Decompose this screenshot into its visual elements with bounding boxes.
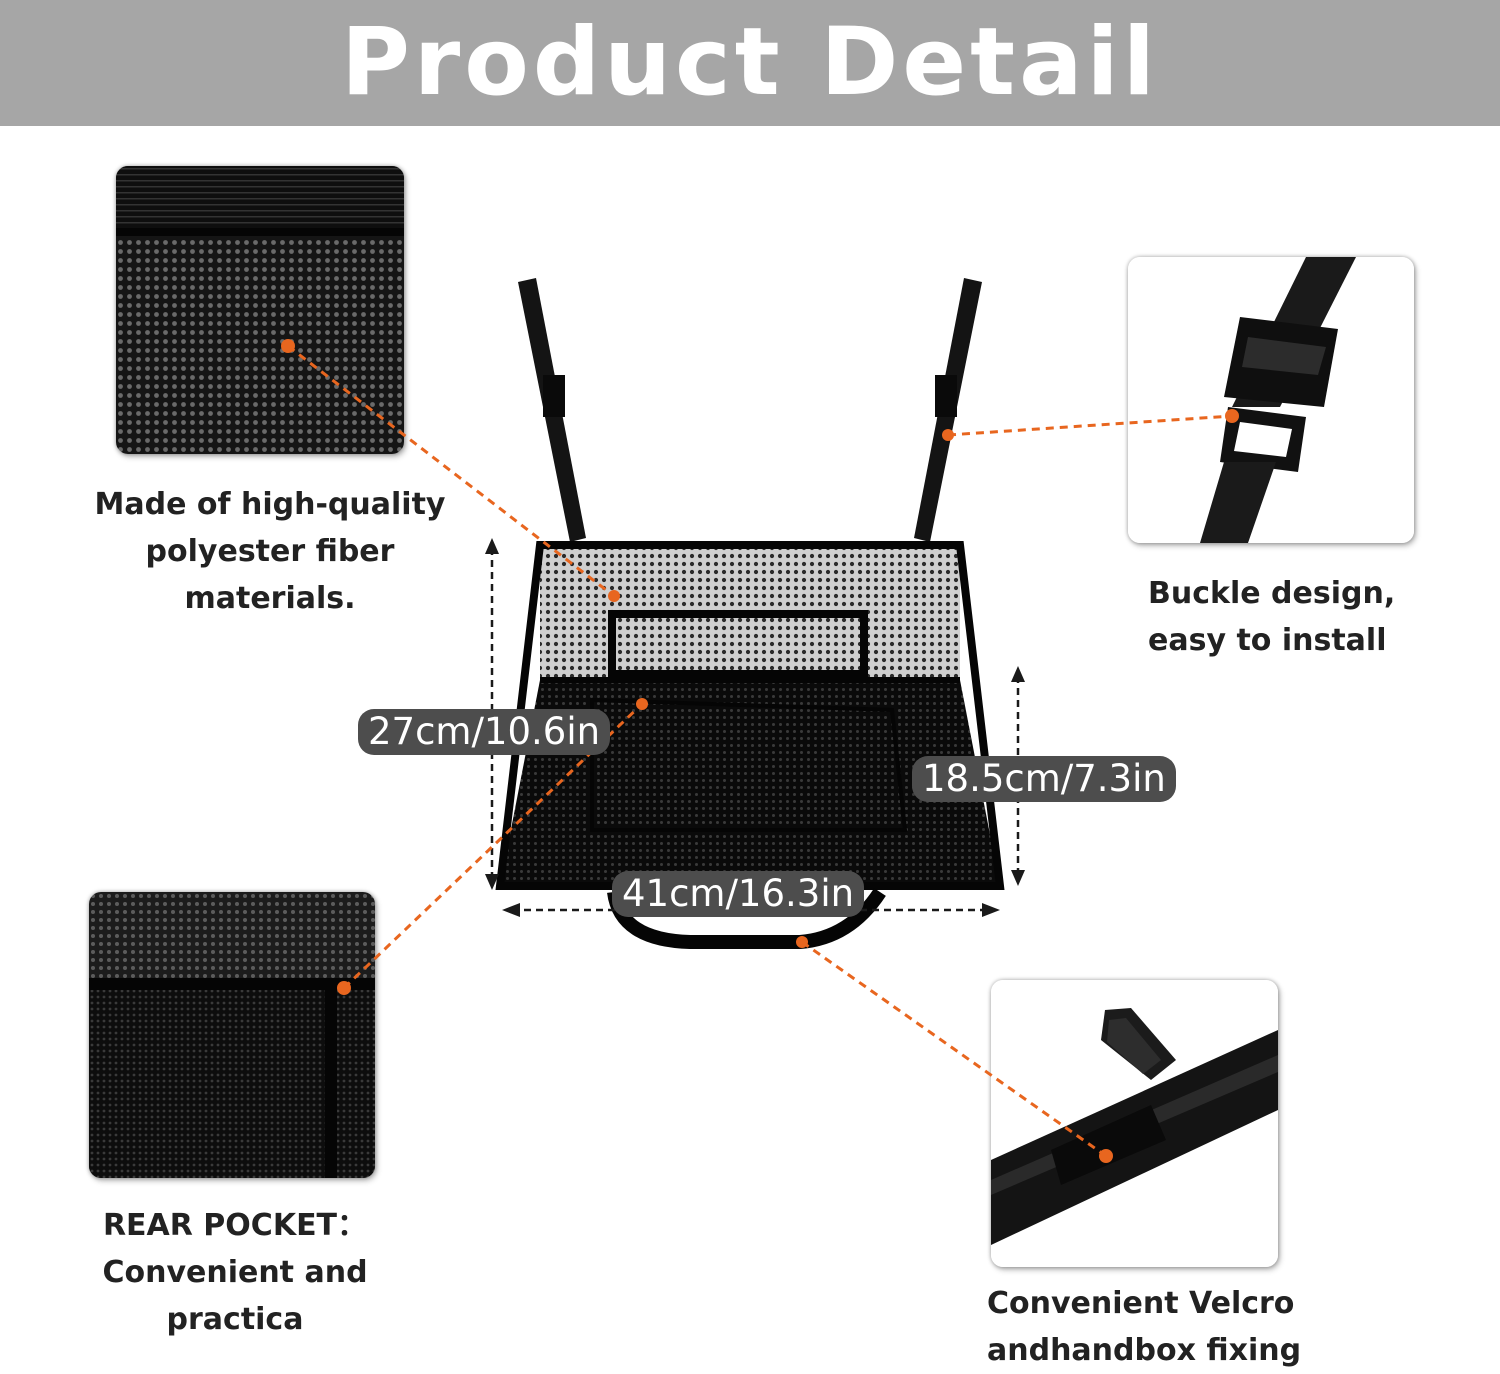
material-caption-line: polyester fiber [145,534,395,569]
arrow-head-down [1011,870,1025,886]
arrow-head-right [982,903,1000,917]
mesh-material-detail-image [116,166,404,454]
buckle-caption-line: Buckle design, [1148,576,1396,611]
page-title: Product Detail [340,8,1159,117]
header-banner: Product Detail [0,0,1500,126]
buckle-caption-line: easy to install [1148,623,1387,658]
velcro-detail-image [991,980,1278,1267]
width-dimension-label: 41cm/16.3in [612,871,865,917]
callout-dot [1099,1149,1113,1163]
callout-dot [636,698,648,710]
callout-line-velcro [801,940,1107,1158]
callout-dot [796,936,808,948]
callout-line-material [287,344,615,598]
rear-pocket-detail-image [89,892,375,1178]
callout-dot [1225,409,1239,423]
rear-pocket-caption-line: REAR POCKET： [102,1208,368,1243]
arrow-head-down [485,874,499,890]
callout-dot [608,590,620,602]
buckle-caption: Buckle design, easy to install [1148,570,1478,664]
rear-pocket-caption-line: Convenient and [102,1255,368,1290]
velcro-caption-line: andhandbox fixing [987,1333,1302,1368]
arrow-head-up [485,538,499,554]
velcro-caption-line: Convenient Velcro [987,1286,1295,1321]
rear-pocket-caption-line: practica [166,1302,304,1337]
callout-dot [337,981,351,995]
material-caption-line: Made of high-quality [94,487,446,522]
material-caption-line: materials. [184,581,356,616]
buckle-detail-image [1128,257,1414,543]
material-caption: Made of high-quality polyester fiber mat… [60,481,480,622]
callout-dot [281,339,295,353]
velcro-caption: Convenient Velcro andhandbox fixing [987,1280,1347,1374]
arrow-head-up [1011,666,1025,682]
height-dimension-label: 27cm/10.6in [358,709,611,755]
callout-line-buckle [947,414,1233,437]
arrow-head-left [502,903,520,917]
depth-dimension-label: 18.5cm/7.3in [912,756,1176,802]
callout-dot [942,429,954,441]
rear-pocket-caption: REAR POCKET： Convenient and practica [80,1202,390,1343]
